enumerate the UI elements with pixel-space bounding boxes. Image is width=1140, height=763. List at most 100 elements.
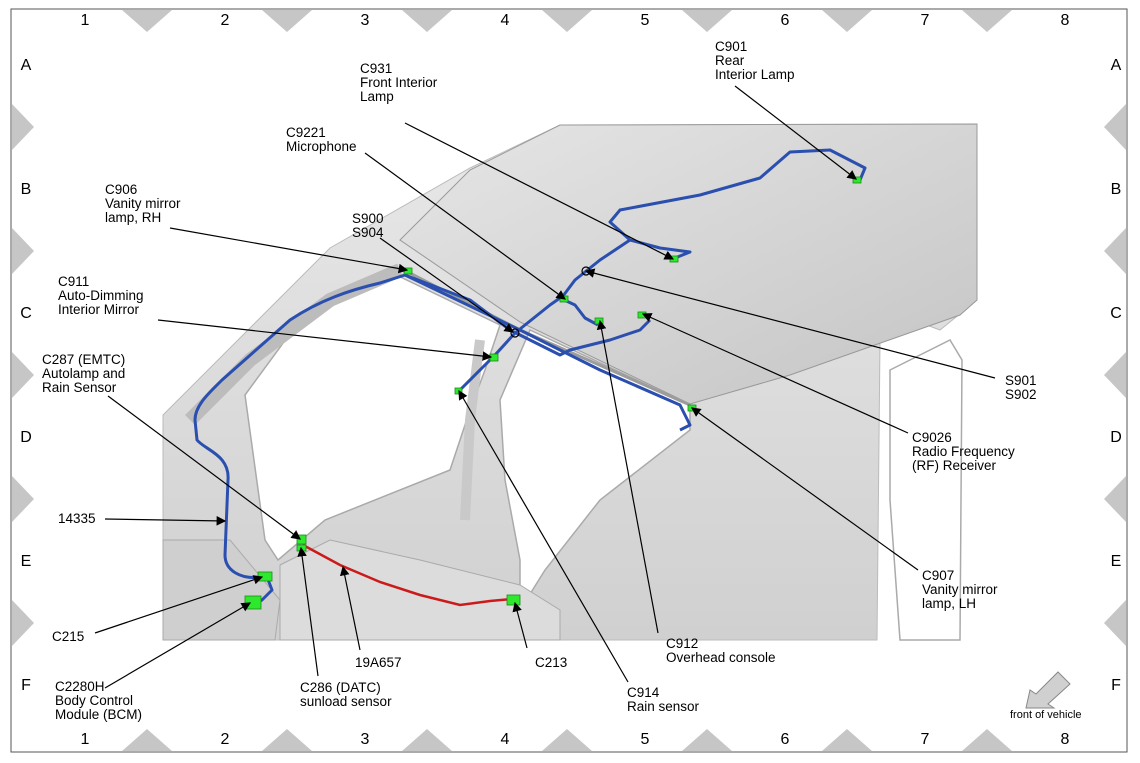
front-of-vehicle-label: front of vehicle (1010, 709, 1082, 721)
callout-c901-line-2: Rear (715, 53, 745, 68)
callout-c9026: C9026 Radio Frequency (RF) Receiver (912, 431, 1015, 473)
connector-c901 (852, 176, 862, 184)
col-label-bottom-3: 3 (360, 731, 370, 748)
col-label-bottom-1: 1 (80, 731, 90, 748)
connector-c2280h (244, 595, 262, 610)
callout-c9026-line-2: Radio Frequency (912, 444, 1015, 459)
callout-c914-line-2: Rain sensor (627, 699, 700, 714)
callout-c9221-line-2: Microphone (286, 139, 357, 154)
a-pillar (185, 263, 403, 425)
callout-c901-line-3: Interior Lamp (715, 67, 795, 82)
connector-c912 (594, 317, 604, 325)
col-label-top-3: 3 (360, 12, 370, 29)
col-label-bottom-7: 7 (920, 731, 930, 748)
col-label-bottom-6: 6 (780, 731, 790, 748)
callout-c286-line-2: sunload sensor (300, 694, 392, 709)
callout-c907-line-3: lamp, LH (922, 596, 977, 611)
connector-c914 (454, 387, 463, 395)
callout-c906: C906 Vanity mirror lamp, RH (105, 183, 181, 225)
col-label-top-7: 7 (920, 12, 930, 29)
callout-c213-line-1: C213 (535, 655, 568, 670)
callout-c931-line-2: Front Interior (360, 75, 438, 90)
callout-s901-line-1: S901 (1005, 373, 1037, 388)
connector-c213 (506, 594, 521, 606)
callout-c901: C901 Rear Interior Lamp (715, 40, 795, 82)
callout-c2280h-line-3: Module (BCM) (55, 707, 143, 722)
col-label-bottom-8: 8 (1060, 731, 1070, 748)
callout-c914-line-1: C914 (627, 685, 660, 700)
row-label-left-b: B (20, 181, 32, 198)
door-opening (499, 328, 691, 613)
callout-c9221-line-1: C9221 (286, 125, 326, 140)
diagram-border (10, 8, 1128, 753)
callout-c912-line-2: Overhead console (666, 650, 776, 665)
row-label-left-f: F (21, 677, 31, 694)
callout-c901-line-1: C901 (715, 39, 748, 54)
col-label-top-1: 1 (80, 12, 90, 29)
rear-opening (889, 339, 963, 641)
callout-14335-line-1: 14335 (58, 511, 96, 526)
callout-c911-line-1: C911 (58, 274, 90, 289)
row-label-right-c: C (1110, 305, 1122, 322)
col-label-top-2: 2 (220, 12, 230, 29)
row-label-left-a: A (20, 57, 32, 74)
row-label-right-e: E (1110, 553, 1122, 570)
connector-c931 (669, 255, 679, 263)
row-label-left-d: D (20, 429, 32, 446)
dashboard (279, 539, 561, 641)
col-label-top-5: 5 (640, 12, 650, 29)
row-label-left-e: E (20, 553, 32, 570)
callout-c907-line-2: Vanity mirror (922, 582, 998, 597)
callout-c286: C286 (DATC) sunload sensor (300, 681, 392, 709)
callout-c911-line-3: Interior Mirror (58, 302, 140, 317)
leader-lines (94, 85, 996, 689)
callout-c906-line-1: C906 (105, 182, 138, 197)
callout-c9026-line-3: (RF) Receiver (912, 458, 997, 473)
callout-c213: C213 (535, 656, 567, 670)
callout-c907: C907 Vanity mirror lamp, LH (922, 569, 998, 611)
callout-c215-line-1: C215 (52, 629, 85, 644)
col-label-bottom-5: 5 (640, 731, 650, 748)
callout-c931-line-3: Lamp (360, 89, 394, 104)
callout-19a657-line-1: 19A657 (355, 655, 402, 670)
b-pillar (460, 339, 485, 521)
harness-blue (193, 148, 867, 607)
connector-c906 (403, 267, 413, 275)
callout-c2280h: C2280H Body Control Module (BCM) (55, 680, 142, 722)
callout-s900-line-1: S900 (352, 211, 384, 226)
callout-c912-line-1: C912 (666, 636, 699, 651)
row-label-right-d: D (1110, 429, 1122, 446)
callout-c2280h-line-2: Body Control (55, 693, 134, 708)
harness-red (302, 543, 513, 607)
connector-c287 (296, 534, 307, 545)
callout-c911: C911 Auto-Dimming Interior Mirror (58, 275, 144, 317)
callout-c906-line-2: Vanity mirror (105, 196, 181, 211)
connector-c215 (257, 571, 273, 582)
connector-c911 (489, 353, 499, 362)
callout-s900: S900 S904 (352, 212, 384, 240)
callout-c9026-line-1: C9026 (912, 430, 952, 445)
callout-c215: C215 (52, 630, 84, 644)
row-label-right-f: F (1111, 677, 1121, 694)
callout-c931-line-1: C931 (360, 61, 393, 76)
callout-19a657: 19A657 (355, 656, 402, 670)
callout-c914: C914 Rain sensor (627, 686, 699, 714)
callout-c287-line-3: Rain Sensor (42, 380, 117, 395)
callout-c912: C912 Overhead console (666, 637, 776, 665)
callout-14335: 14335 (58, 512, 96, 526)
front-of-vehicle-arrow (1025, 671, 1071, 709)
callout-c287-line-2: Autolamp and (42, 366, 126, 381)
col-label-top-4: 4 (500, 12, 510, 29)
row-label-left-c: C (20, 305, 32, 322)
callout-c931: C931 Front Interior Lamp (360, 62, 437, 104)
col-label-top-6: 6 (780, 12, 790, 29)
grid-markers (12, 10, 1126, 751)
row-label-right-b: B (1110, 181, 1122, 198)
col-label-top-8: 8 (1060, 12, 1070, 29)
callout-c2280h-line-1: C2280H (55, 679, 105, 694)
col-label-bottom-4: 4 (500, 731, 510, 748)
callout-c9221: C9221 Microphone (286, 126, 357, 154)
callout-c906-line-3: lamp, RH (105, 210, 162, 225)
callout-c287: C287 (EMTC) Autolamp and Rain Sensor (42, 353, 125, 395)
